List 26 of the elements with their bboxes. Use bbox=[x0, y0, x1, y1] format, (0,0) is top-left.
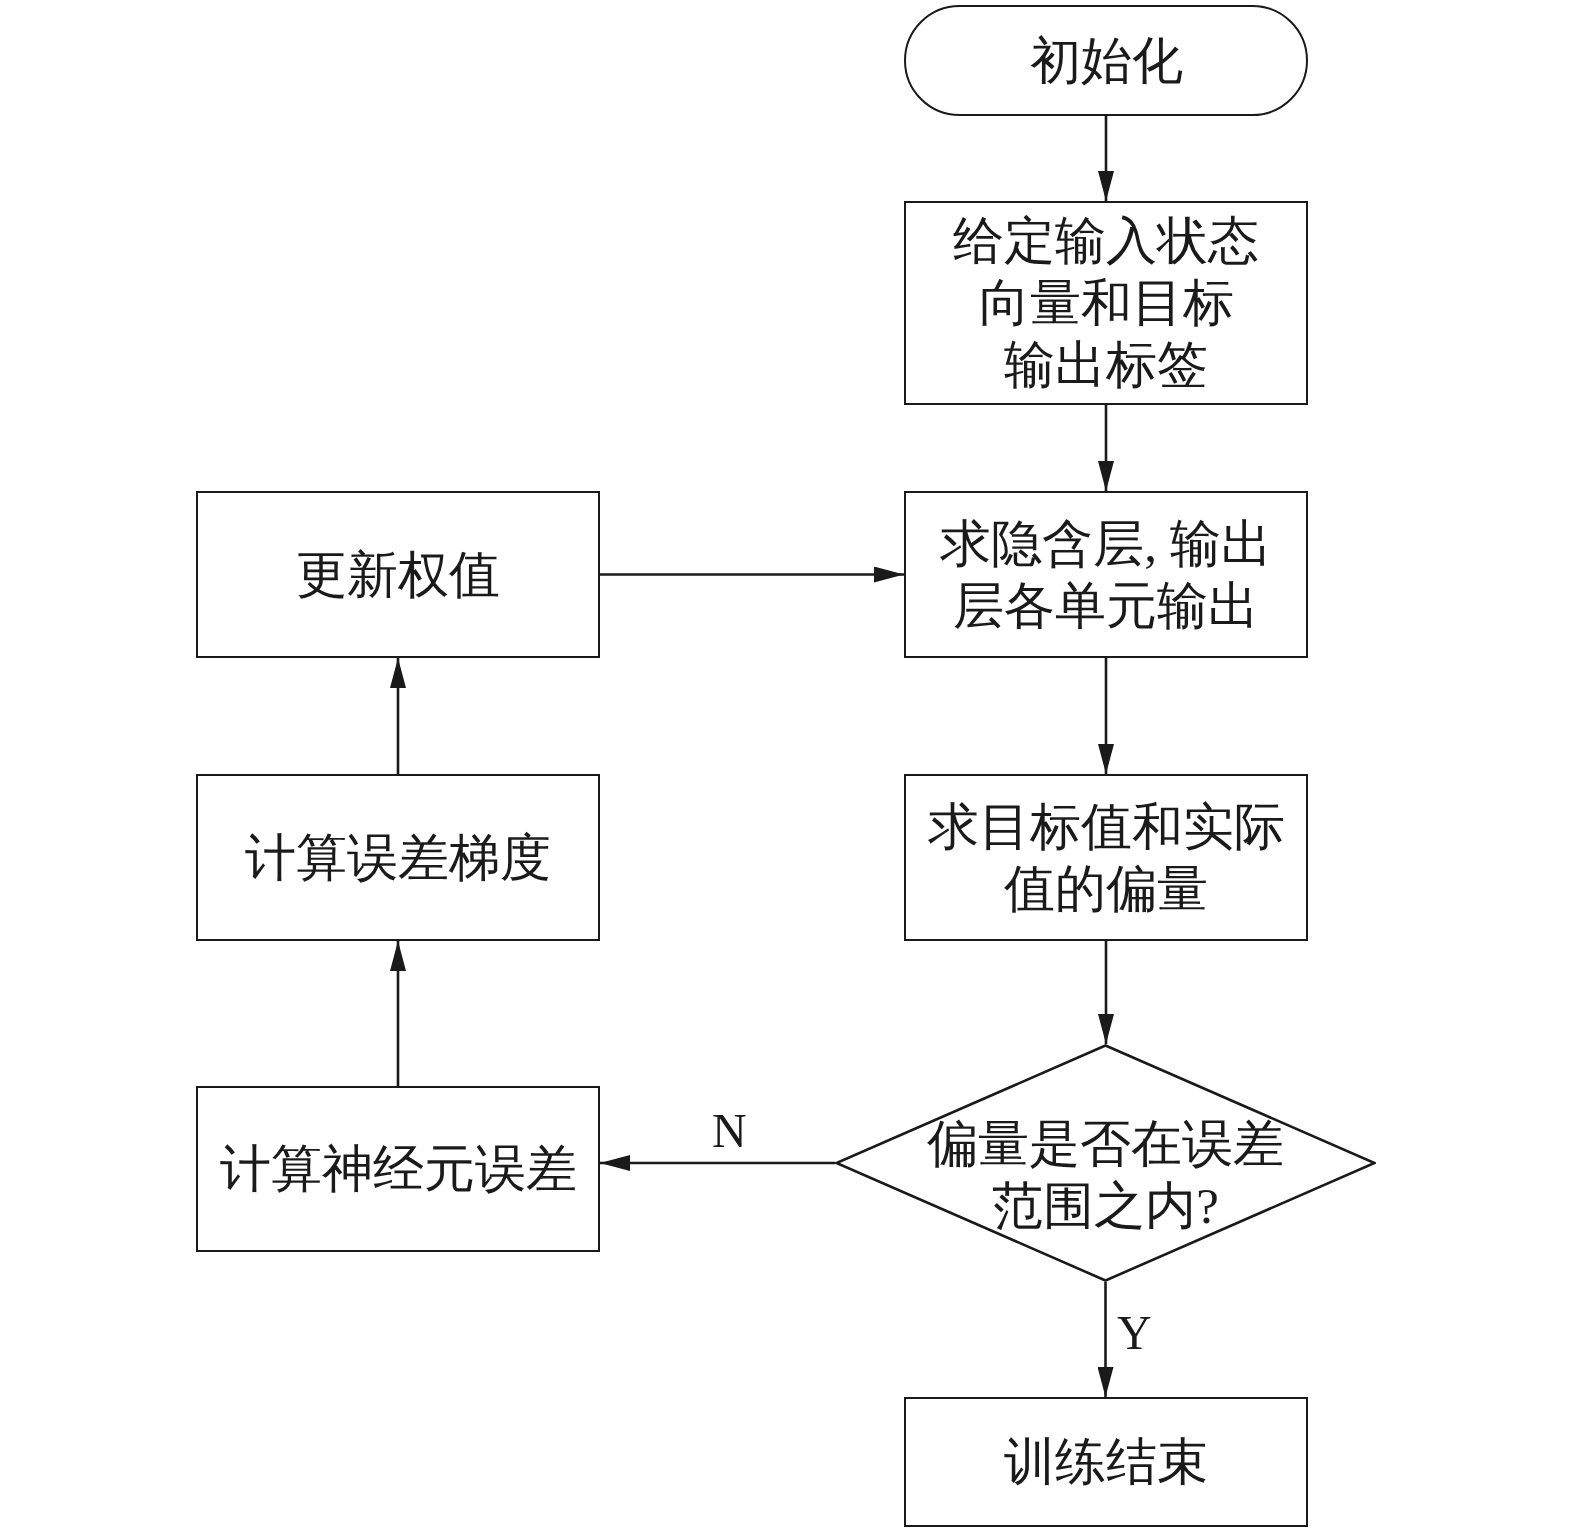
arrow bbox=[600, 1155, 835, 1171]
process-box bbox=[904, 774, 1308, 941]
arrow bbox=[1098, 116, 1114, 201]
process-box bbox=[196, 1086, 600, 1252]
process-box bbox=[904, 491, 1308, 658]
process-box bbox=[904, 201, 1308, 405]
arrow bbox=[1098, 941, 1114, 1044]
step-text: 求隐含层, 输出层各单元输出 bbox=[940, 514, 1272, 636]
process-box bbox=[904, 1397, 1308, 1527]
step-text: 更新权值 bbox=[296, 545, 500, 605]
arrow bbox=[390, 658, 406, 774]
arrow bbox=[390, 941, 406, 1086]
arrow bbox=[1098, 658, 1114, 774]
step-text: 求目标值和实际值的偏量 bbox=[927, 797, 1285, 919]
step-text: 计算神经元误差 bbox=[219, 1140, 577, 1199]
arrow bbox=[1097, 1282, 1114, 1397]
step-text: 给定输入状态向量和目标输出标签 bbox=[953, 212, 1259, 395]
process-box bbox=[196, 774, 600, 941]
decision-diamond bbox=[835, 1044, 1376, 1282]
step-text: 初始化 bbox=[1029, 31, 1183, 91]
process-box bbox=[196, 491, 600, 658]
question-text: 偏量是否在误差范围之内? bbox=[927, 1115, 1284, 1236]
arrow bbox=[1098, 405, 1114, 491]
step-text: 训练结束 bbox=[1004, 1433, 1208, 1492]
arrow bbox=[600, 566, 904, 583]
step-text: 计算误差梯度 bbox=[245, 828, 551, 888]
